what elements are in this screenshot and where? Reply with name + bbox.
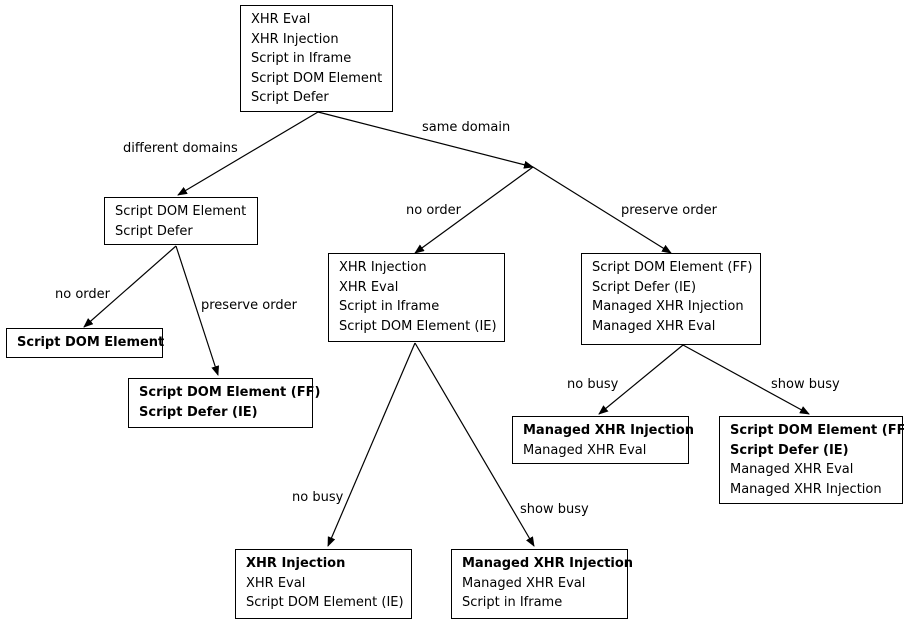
node-diff-no-order: Script DOM Element (6, 328, 165, 358)
edge-line-no-order-left (83, 245, 177, 328)
node-text-line: Script in Iframe (251, 51, 352, 66)
node-text-line: Script DOM Element (IE) (246, 595, 404, 610)
edge-line-preserve-order-right (532, 166, 672, 254)
edge-label-preserve-order-right: preserve order (621, 203, 717, 218)
node-text-line: Script in Iframe (462, 595, 563, 610)
node-text-line: Managed XHR Eval (592, 318, 716, 334)
edge-line-show-busy-right (682, 344, 810, 415)
edge-label-no-busy-mid: no busy (292, 490, 344, 505)
node-text-line: Script DOM Element (17, 335, 165, 350)
edge-label-show-busy-mid: show busy (520, 502, 589, 517)
node-text-line: Managed XHR Eval (462, 575, 586, 591)
node-text-line: Script Defer (251, 90, 329, 105)
node-text-line: XHR Injection (246, 556, 346, 571)
node-text-line: Script Defer (IE) (730, 442, 849, 458)
node-text-line: XHR Injection (251, 31, 339, 47)
node-text-line: Script Defer (IE) (139, 404, 258, 420)
node-text-line: Script Defer (IE) (592, 279, 697, 295)
node-text-line: Managed XHR Eval (730, 462, 854, 477)
edge-line-no-order-mid (414, 166, 534, 254)
node-text-line: XHR Eval (251, 12, 311, 27)
edge-line-show-busy-mid (414, 342, 535, 547)
node-text-line: Script in Iframe (339, 299, 440, 314)
node-text-line: Script DOM Element (IE) (339, 318, 497, 334)
node-text-line: Script DOM Element (251, 70, 383, 86)
node-text-line: Script Defer (115, 223, 193, 239)
node-text-line: Script DOM Element (FF) (139, 385, 321, 400)
edge-label-no-busy-right: no busy (567, 377, 619, 392)
edge-line-no-busy-right (598, 344, 684, 415)
edge-line-same-domain (317, 111, 534, 169)
node-text-line: Script DOM Element (FF) (592, 260, 753, 275)
edge-label-no-order-mid: no order (406, 203, 461, 218)
edge-label-preserve-order-left: preserve order (201, 298, 297, 313)
node-text-line: XHR Eval (339, 279, 399, 295)
node-text-line: Managed XHR Injection (462, 556, 634, 571)
edge-label-different-domains: different domains (123, 141, 238, 156)
node-text-line: XHR Injection (339, 260, 427, 275)
edge-line-no-busy-mid (327, 342, 416, 547)
edge-line-different-domains (177, 111, 319, 196)
node-same-preserve-order: Script DOM Element (FF) Script Defer (IE)… (581, 253, 761, 345)
node-text-line: Script DOM Element (FF) (730, 423, 904, 438)
node-show-busy-right: Script DOM Element (FF) Script Defer (IE)… (719, 416, 904, 504)
edge-label-show-busy-right: show busy (771, 377, 840, 392)
node-diff-preserve-order: Script DOM Element (FF) Script Defer (IE) (128, 378, 321, 428)
node-text-line: Managed XHR Injection (730, 481, 882, 497)
node-text-line: Managed XHR Injection (592, 299, 744, 314)
edge-label-no-order-left: no order (55, 287, 110, 302)
node-text-line: Managed XHR Injection (523, 423, 695, 438)
node-text-line: Managed XHR Eval (523, 442, 647, 458)
edge-line-preserve-order-left (175, 245, 220, 376)
node-text-line: XHR Eval (246, 575, 306, 591)
node-text-line: Script DOM Element (115, 204, 247, 219)
edge-label-same-domain: same domain (422, 120, 511, 135)
